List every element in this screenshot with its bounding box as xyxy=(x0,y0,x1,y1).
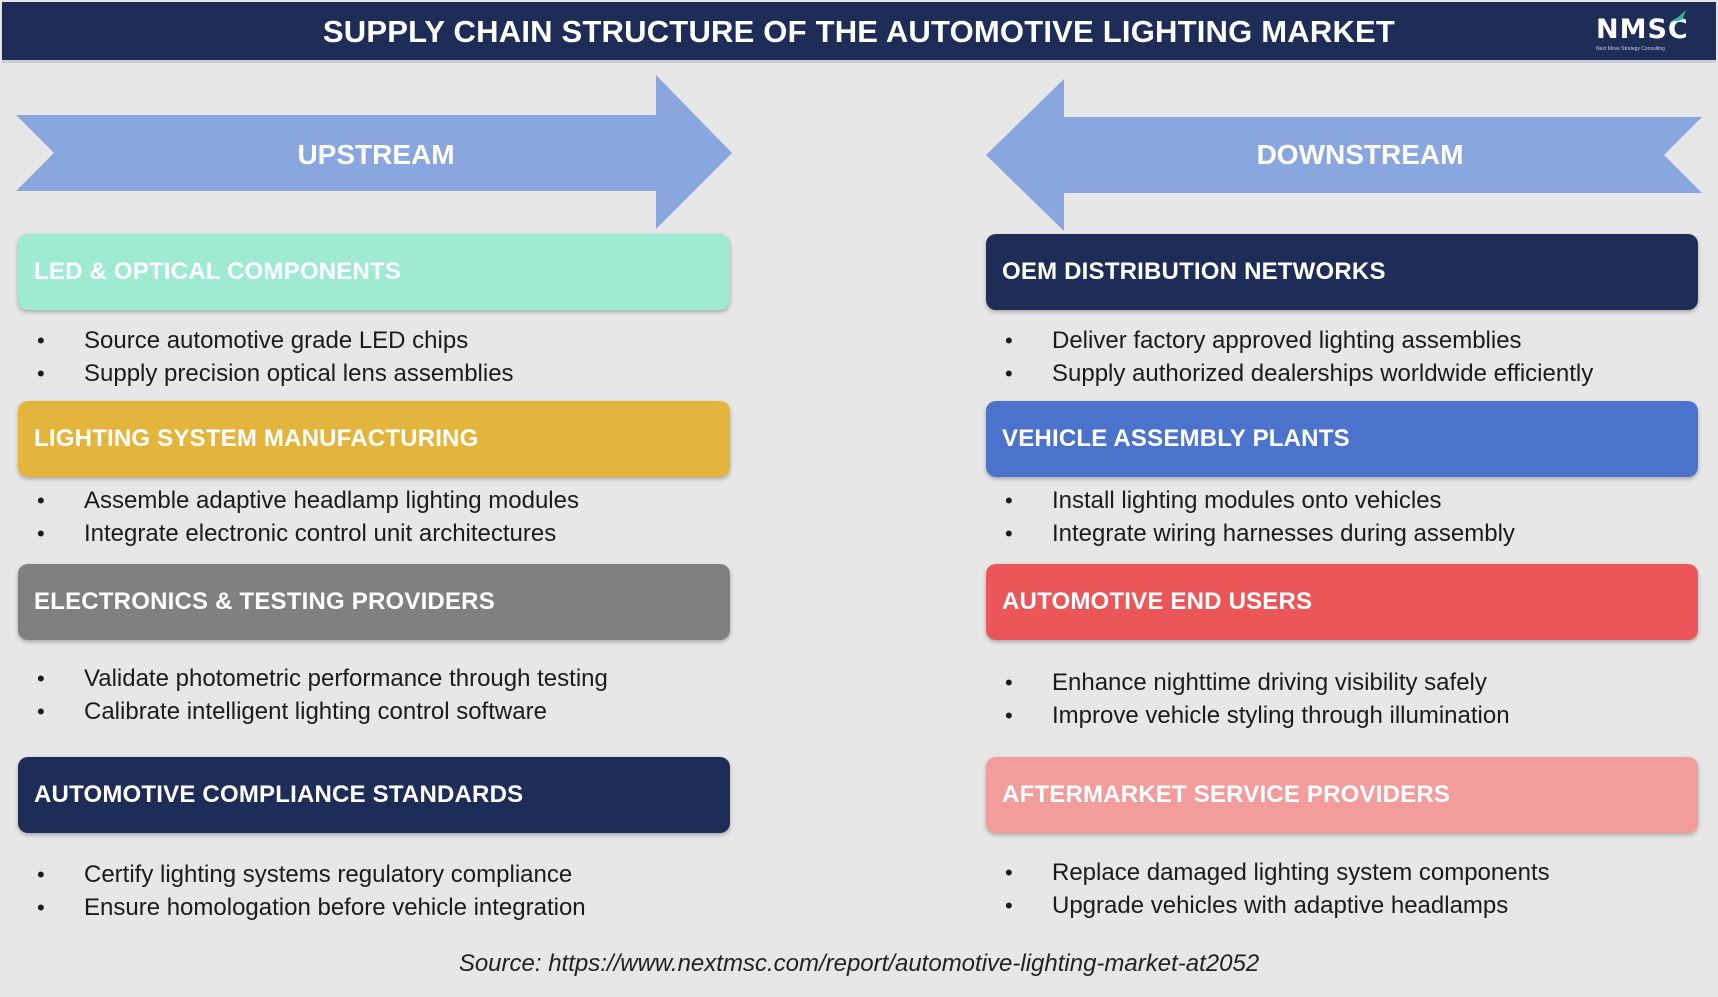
bullet-item: • Supply precision optical lens assemblie… xyxy=(18,357,514,390)
downstream-stage-4-bullets: • Replace damaged lighting system compone… xyxy=(986,856,1550,922)
bullet-text: Ensure homologation before vehicle integ… xyxy=(84,894,586,921)
bullet-text: Improve vehicle styling through illumina… xyxy=(1052,702,1510,729)
downstream-stage-4-title: AFTERMARKET SERVICE PROVIDERS xyxy=(986,757,1698,833)
bullet-text: Certify lighting systems regulatory comp… xyxy=(84,861,573,888)
upstream-stage-2-title: LIGHTING SYSTEM MANUFACTURING xyxy=(18,401,730,477)
bullet-dot-icon: • xyxy=(37,328,45,353)
bullet-item: • Replace damaged lighting system compone… xyxy=(986,856,1550,889)
upstream-stage-4-bullets: • Certify lighting systems regulatory com… xyxy=(18,858,586,924)
downstream-label: DOWNSTREAM xyxy=(1256,139,1464,170)
bullet-text: Supply authorized dealerships worldwide … xyxy=(1052,360,1594,387)
upstream-stage-1-title: LED & OPTICAL COMPONENTS xyxy=(18,234,730,310)
bullet-text: Integrate wiring harnesses during assemb… xyxy=(1052,520,1515,547)
bullet-item: • Source automotive grade LED chips xyxy=(18,324,514,357)
bullet-item: • Assemble adaptive headlamp lighting mod… xyxy=(18,484,579,517)
bullet-item: • Calibrate intelligent lighting control … xyxy=(18,695,608,728)
bullet-item: • Integrate electronic control unit archi… xyxy=(18,517,579,550)
logo-text: NMSC xyxy=(1596,14,1689,45)
page-title: SUPPLY CHAIN STRUCTURE OF THE AUTOMOTIVE… xyxy=(322,14,1396,49)
bullet-text: Source automotive grade LED chips xyxy=(84,327,469,354)
header-bar: SUPPLY CHAIN STRUCTURE OF THE AUTOMOTIVE… xyxy=(2,2,1716,63)
bullet-item: • Deliver factory approved lighting assem… xyxy=(986,324,1593,357)
bullet-text: Supply precision optical lens assemblies xyxy=(84,360,514,387)
downstream-arrow xyxy=(986,79,1702,231)
bullet-item: • Upgrade vehicles with adaptive headlamp… xyxy=(986,889,1550,922)
bullet-text: Assemble adaptive headlamp lighting modu… xyxy=(84,487,579,514)
upstream-stage-3-title: ELECTRONICS & TESTING PROVIDERS xyxy=(18,564,730,640)
bullet-text: Upgrade vehicles with adaptive headlamps xyxy=(1052,892,1509,919)
bullet-dot-icon: • xyxy=(37,666,45,691)
bullet-item: • Validate photometric performance throug… xyxy=(18,662,608,695)
bullet-text: Calibrate intelligent lighting control s… xyxy=(84,698,547,725)
bullet-dot-icon: • xyxy=(37,361,45,386)
bullet-dot-icon: • xyxy=(37,862,45,887)
bullet-dot-icon: • xyxy=(1005,670,1013,695)
bullet-text: Integrate electronic control unit archit… xyxy=(84,520,557,547)
bullet-text: Install lighting modules onto vehicles xyxy=(1052,487,1442,514)
logo-tagline: Next Move Strategy Consulting xyxy=(1596,46,1665,52)
bullet-dot-icon: • xyxy=(1005,703,1013,728)
bullet-dot-icon: • xyxy=(1005,328,1013,353)
bullet-item: • Certify lighting systems regulatory com… xyxy=(18,858,586,891)
bullet-dot-icon: • xyxy=(1005,893,1013,918)
bullet-item: • Supply authorized dealerships worldwide… xyxy=(986,357,1593,390)
bullet-text: Enhance nighttime driving visibility saf… xyxy=(1052,669,1487,696)
logo-swoosh-icon xyxy=(1670,10,1686,22)
company-logo: NMSC Next Move Strategy Consulting xyxy=(1596,10,1689,54)
bullet-dot-icon: • xyxy=(37,895,45,920)
bullet-dot-icon: • xyxy=(1005,361,1013,386)
bullet-dot-icon: • xyxy=(1005,860,1013,885)
bullet-item: • Improve vehicle styling through illumin… xyxy=(986,699,1510,732)
upstream-stage-4-title: AUTOMOTIVE COMPLIANCE STANDARDS xyxy=(18,757,730,833)
bullet-item: • Install lighting modules onto vehicles xyxy=(986,484,1515,517)
bullet-item: • Ensure homologation before vehicle inte… xyxy=(18,891,586,924)
upstream-stage-3-bullets: • Validate photometric performance throug… xyxy=(18,662,608,728)
downstream-stage-1-bullets: • Deliver factory approved lighting assem… xyxy=(986,324,1593,390)
bullet-dot-icon: • xyxy=(37,488,45,513)
downstream-stage-2-title: VEHICLE ASSEMBLY PLANTS xyxy=(986,401,1698,477)
upstream-label: UPSTREAM xyxy=(297,139,455,170)
bullet-text: Validate photometric performance through… xyxy=(84,665,608,692)
bullet-dot-icon: • xyxy=(37,521,45,546)
bullet-item: • Enhance nighttime driving visibility sa… xyxy=(986,666,1510,699)
upstream-arrow xyxy=(16,75,732,229)
upstream-stage-1-bullets: • Source automotive grade LED chips • Suppl… xyxy=(18,324,514,390)
bullet-text: Replace damaged lighting system componen… xyxy=(1052,859,1550,886)
bullet-dot-icon: • xyxy=(1005,488,1013,513)
upstream-stage-2-bullets: • Assemble adaptive headlamp lighting mod… xyxy=(18,484,579,550)
downstream-stage-3-bullets: • Enhance nighttime driving visibility sa… xyxy=(986,666,1510,732)
bullet-dot-icon: • xyxy=(1005,521,1013,546)
bullet-text: Deliver factory approved lighting assemb… xyxy=(1052,327,1522,354)
bullet-item: • Integrate wiring harnesses during assem… xyxy=(986,517,1515,550)
downstream-stage-1-title: OEM DISTRIBUTION NETWORKS xyxy=(986,234,1698,310)
source-citation: Source: https://www.nextmsc.com/report/a… xyxy=(458,950,1260,977)
downstream-stage-3-title: AUTOMOTIVE END USERS xyxy=(986,564,1698,640)
downstream-stage-2-bullets: •Install lighting modules onto vehicles•… xyxy=(986,484,1515,550)
bullet-dot-icon: • xyxy=(37,699,45,724)
